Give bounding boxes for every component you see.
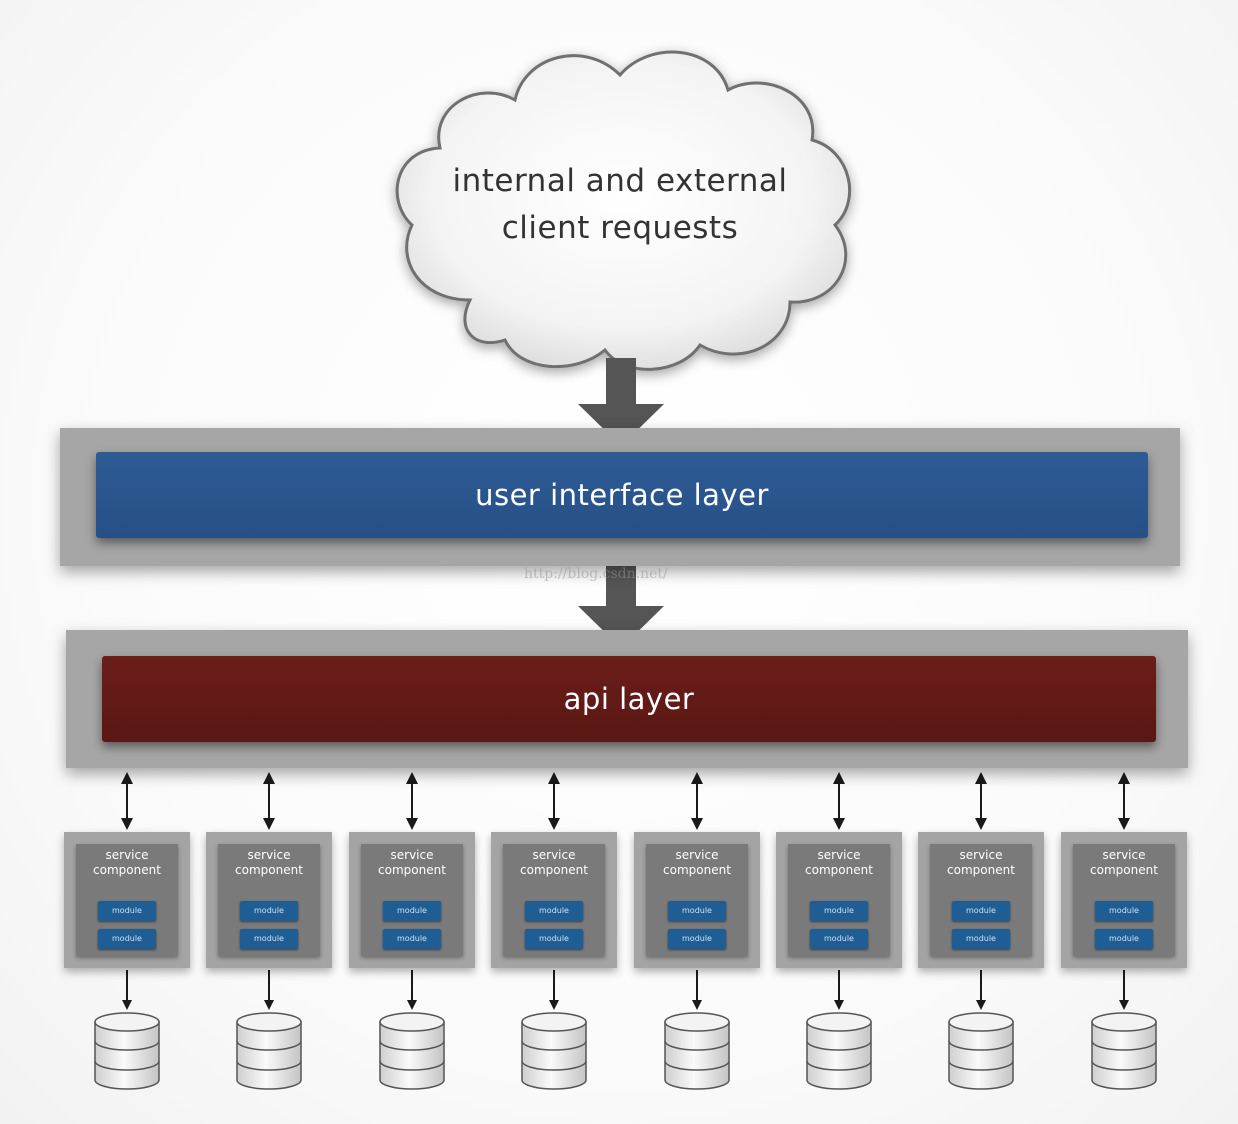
module-box: module bbox=[1095, 901, 1153, 921]
module-box: module bbox=[668, 901, 726, 921]
service-label-line-1: service bbox=[675, 848, 719, 862]
module-box: module bbox=[1095, 929, 1153, 949]
arrow-down-icon bbox=[578, 560, 664, 648]
watermark-text: http://blog.csdn.net/ bbox=[524, 566, 668, 582]
database-icon bbox=[1091, 1012, 1157, 1090]
database-icon bbox=[521, 1012, 587, 1090]
module-box: module bbox=[668, 929, 726, 949]
double-arrow-icon bbox=[406, 772, 418, 830]
arrow-down-small-icon bbox=[407, 970, 417, 1010]
service-label-line-2: component bbox=[663, 863, 731, 877]
double-arrow-icon bbox=[548, 772, 560, 830]
arrow-down-small-icon bbox=[122, 970, 132, 1010]
module-box: module bbox=[240, 901, 298, 921]
ui-layer-bar: user interface layer bbox=[96, 452, 1148, 538]
service-label-line-2: component bbox=[93, 863, 161, 877]
service-label-line-2: component bbox=[1090, 863, 1158, 877]
module-box: module bbox=[240, 929, 298, 949]
arrow-down-icon bbox=[578, 358, 664, 446]
module-box: module bbox=[810, 901, 868, 921]
module-box: module bbox=[952, 901, 1010, 921]
double-arrow-icon bbox=[833, 772, 845, 830]
service-label-line-1: service bbox=[817, 848, 861, 862]
connector-arrows bbox=[121, 772, 1130, 1010]
arrow-down-small-icon bbox=[834, 970, 844, 1010]
arrow-down-small-icon bbox=[692, 970, 702, 1010]
module-box: module bbox=[810, 929, 868, 949]
service-label-line-2: component bbox=[805, 863, 873, 877]
api-layer-bar: api layer bbox=[102, 656, 1156, 742]
arrow-down-small-icon bbox=[264, 970, 274, 1010]
database-icon bbox=[664, 1012, 730, 1090]
service-label-line-1: service bbox=[390, 848, 434, 862]
module-box: module bbox=[525, 901, 583, 921]
database-icon bbox=[948, 1012, 1014, 1090]
arrow-down-small-icon bbox=[1119, 970, 1129, 1010]
service-label-line-2: component bbox=[378, 863, 446, 877]
service-label-line-1: service bbox=[959, 848, 1003, 862]
module-box: module bbox=[98, 901, 156, 921]
double-arrow-icon bbox=[121, 772, 133, 830]
module-box: module bbox=[952, 929, 1010, 949]
database-icon bbox=[94, 1012, 160, 1090]
database-icon bbox=[236, 1012, 302, 1090]
double-arrow-icon bbox=[691, 772, 703, 830]
cloud-label-line-1: internal and external bbox=[452, 163, 788, 199]
database-icon bbox=[379, 1012, 445, 1090]
database-group bbox=[94, 1012, 1157, 1090]
service-label-line-1: service bbox=[247, 848, 291, 862]
service-label-line-1: service bbox=[532, 848, 576, 862]
double-arrow-icon bbox=[263, 772, 275, 830]
module-box: module bbox=[98, 929, 156, 949]
module-box: module bbox=[383, 901, 441, 921]
database-icon bbox=[806, 1012, 872, 1090]
cloud-label-line-2: client requests bbox=[501, 210, 739, 246]
arrow-down-small-icon bbox=[976, 970, 986, 1010]
service-label-line-2: component bbox=[520, 863, 588, 877]
double-arrow-icon bbox=[1118, 772, 1130, 830]
service-label-line-1: service bbox=[105, 848, 149, 862]
module-box: module bbox=[525, 929, 583, 949]
module-box: module bbox=[383, 929, 441, 949]
service-label-line-2: component bbox=[235, 863, 303, 877]
cloud-label: internal and external client requests bbox=[420, 158, 820, 252]
service-label-line-1: service bbox=[1102, 848, 1146, 862]
service-label-line-2: component bbox=[947, 863, 1015, 877]
double-arrow-icon bbox=[975, 772, 987, 830]
arrow-down-small-icon bbox=[549, 970, 559, 1010]
